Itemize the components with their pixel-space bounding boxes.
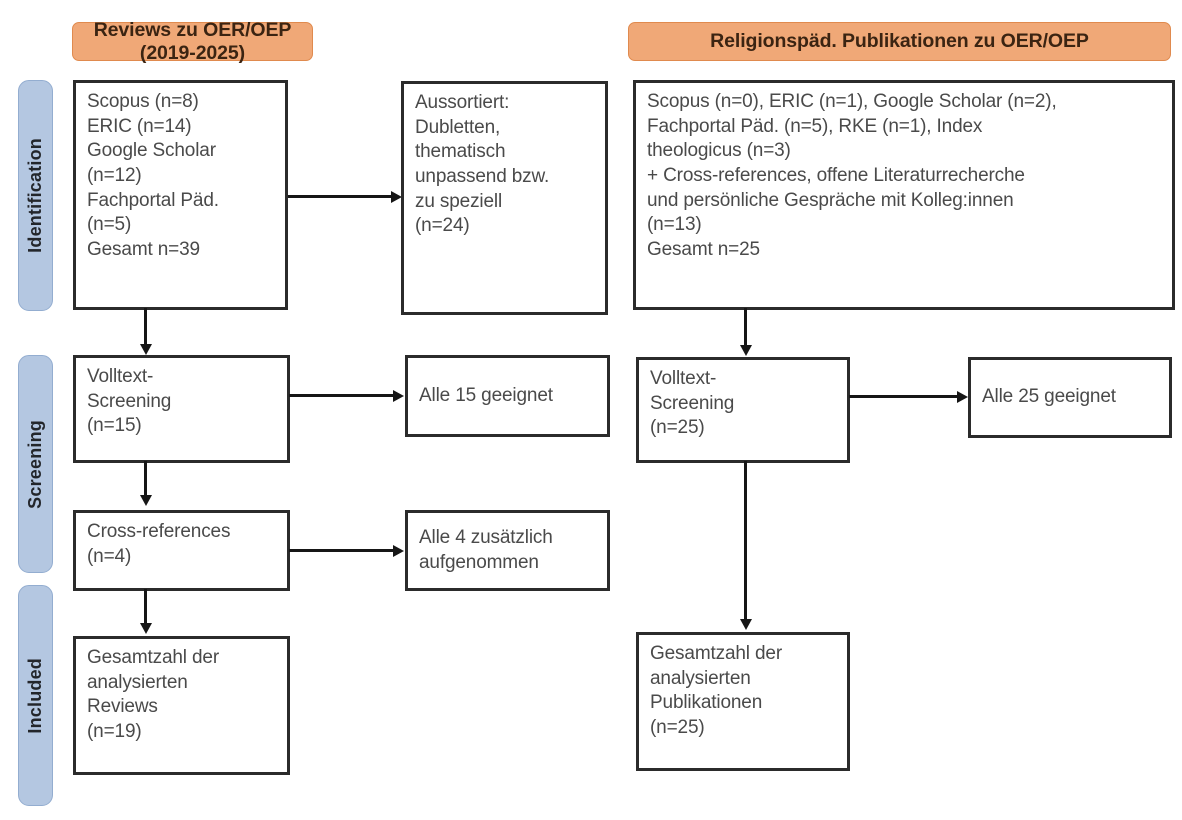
box-left-identification: Scopus (n=8) ERIC (n=14) Google Scholar …	[73, 80, 288, 310]
box-left-included-text: Gesamtzahl der analysierten Reviews (n=1…	[87, 647, 220, 743]
box-left-crossrefs: Cross-references (n=4)	[73, 510, 290, 591]
box-right-identification-text: Scopus (n=0), ERIC (n=1), Google Scholar…	[647, 91, 1057, 261]
arrowhead-left-crossrefs-to-included	[139, 623, 152, 634]
arrowhead-left-ident-to-screening	[139, 344, 152, 355]
box-left-crossrefs-result: Alle 4 zusätzlich aufgenommen	[405, 510, 610, 591]
arrowhead-left-crossrefs-to-result	[393, 544, 404, 557]
stage-label-identification: Identification	[18, 80, 53, 311]
arrowhead-right-ident-to-screening	[739, 345, 752, 356]
box-right-included-text: Gesamtzahl der analysierten Publikatione…	[650, 643, 783, 739]
box-left-screening: Volltext- Screening (n=15)	[73, 355, 290, 463]
box-left-identification-text: Scopus (n=8) ERIC (n=14) Google Scholar …	[87, 91, 219, 261]
connector-left-ident-to-screening	[144, 308, 147, 346]
box-right-screening: Volltext- Screening (n=25)	[636, 357, 850, 463]
connector-left-screening-to-crossrefs	[144, 461, 147, 497]
box-right-screening-text: Volltext- Screening (n=25)	[650, 368, 735, 439]
connector-right-screening-to-result	[849, 395, 959, 398]
stage-label-included-text: Included	[25, 657, 45, 734]
arrowhead-left-ident-to-excluded	[391, 190, 402, 203]
box-left-screening-result-text: Alle 15 geeignet	[419, 384, 553, 406]
box-left-crossrefs-result-text: Alle 4 zusätzlich aufgenommen	[419, 526, 553, 573]
column-header-left-label: Reviews zu OER/OEP (2019-2025)	[93, 18, 292, 64]
connector-left-crossrefs-to-included	[144, 589, 147, 625]
box-left-screening-text: Volltext- Screening (n=15)	[87, 366, 172, 437]
connector-left-screening-to-result	[289, 394, 395, 397]
arrowhead-left-screening-to-result	[393, 389, 404, 402]
box-left-crossrefs-text: Cross-references (n=4)	[87, 521, 231, 567]
connector-right-ident-to-screening	[744, 308, 747, 347]
box-right-identification: Scopus (n=0), ERIC (n=1), Google Scholar…	[633, 80, 1175, 310]
stage-label-included: Included	[18, 585, 53, 806]
connector-left-crossrefs-to-result	[289, 549, 395, 552]
box-left-excluded: Aussortiert: Dubletten, thematisch unpas…	[401, 81, 608, 315]
box-right-included: Gesamtzahl der analysierten Publikatione…	[636, 632, 850, 771]
box-right-screening-result: Alle 25 geeignet	[968, 357, 1172, 438]
arrowhead-right-screening-to-included	[739, 619, 752, 630]
column-header-left: Reviews zu OER/OEP (2019-2025)	[72, 19, 313, 64]
stage-label-screening: Screening	[18, 355, 53, 573]
box-left-excluded-text: Aussortiert: Dubletten, thematisch unpas…	[415, 92, 550, 237]
connector-right-screening-to-included	[744, 461, 747, 621]
column-header-right-label: Religionspäd. Publikationen zu OER/OEP	[710, 30, 1089, 52]
column-header-right: Religionspäd. Publikationen zu OER/OEP	[628, 22, 1171, 61]
box-left-included: Gesamtzahl der analysierten Reviews (n=1…	[73, 636, 290, 775]
stage-label-identification-text: Identification	[25, 138, 45, 253]
arrowhead-right-screening-to-result	[957, 390, 968, 403]
stage-label-screening-text: Screening	[25, 419, 45, 509]
arrowhead-left-screening-to-crossrefs	[139, 495, 152, 506]
box-left-screening-result: Alle 15 geeignet	[405, 355, 610, 437]
box-right-screening-result-text: Alle 25 geeignet	[982, 386, 1116, 408]
connector-left-ident-to-excluded	[288, 195, 393, 198]
